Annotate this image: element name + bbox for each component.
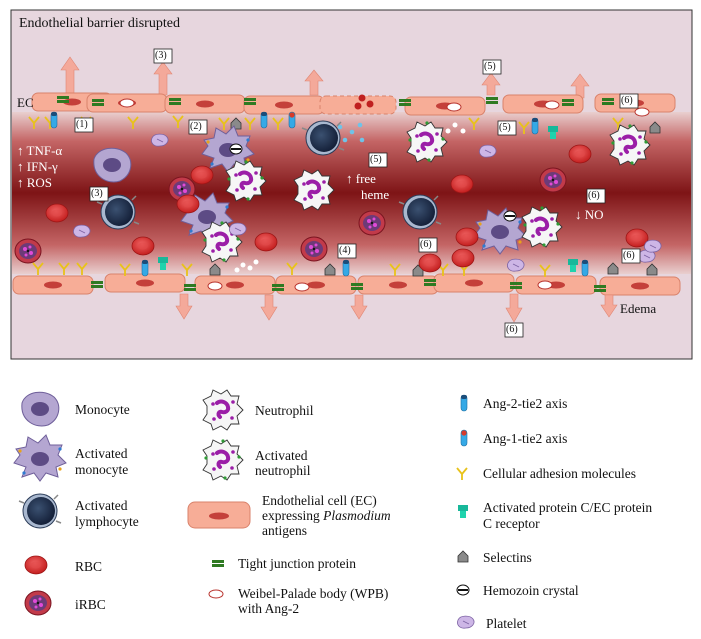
tag-6-top: (6) — [621, 95, 633, 106]
tag-6-right: (6) — [623, 250, 635, 261]
legend-cam: Cellular adhesion molecules — [483, 466, 636, 481]
ec-label: EC — [17, 95, 34, 110]
legend-icons — [13, 388, 475, 629]
legend-selectins: Selectins — [483, 550, 532, 565]
legend-wpb-line1: Weibel-Palade body (WPB) — [238, 586, 389, 601]
ifn-label: ↑ IFN-γ — [17, 159, 58, 174]
legend-monocyte: Monocyte — [75, 402, 130, 417]
legend-ang1: Ang-1-tie2 axis — [483, 431, 568, 446]
legend-ec-line2: expressing Plasmodium — [262, 508, 391, 523]
legend-wpb-line2: with Ang-2 — [238, 601, 300, 616]
legend-ec-plasmodium: Plasmodium — [323, 508, 391, 523]
tag-1: (1) — [76, 119, 88, 130]
tag-5-heme: (5) — [370, 154, 382, 165]
legend-rbc: RBC — [75, 559, 103, 574]
legend-ec-expressing: expressing — [262, 508, 320, 523]
tag-3-top: (3) — [155, 50, 167, 61]
legend-activated-neutrophil-line2: neutrophil — [255, 463, 311, 478]
legend-activated-monocyte-line1: Activated — [75, 446, 128, 461]
tag-3-lumen: (3) — [91, 188, 103, 199]
legend-irbc: iRBC — [75, 597, 106, 612]
tag-4: (4) — [339, 245, 351, 256]
legend-activated-lymphocyte-line2: lymphocyte — [75, 514, 139, 529]
legend-activated-lymphocyte-line1: Activated — [75, 498, 128, 513]
tag-6-lumen: (6) — [420, 239, 432, 250]
legend-apc-line1: Activated protein C/EC protein — [483, 500, 653, 515]
legend-hemozoin: Hemozoin crystal — [483, 583, 579, 598]
tag-5-top: (5) — [484, 61, 496, 72]
tag-2: (2) — [190, 121, 202, 132]
bottom-endothelium — [12, 273, 681, 296]
upward-arrows — [60, 56, 590, 99]
diagram-title: Endothelial barrier disrupted — [19, 16, 180, 31]
heme-label: heme — [361, 187, 390, 202]
legend-neutrophil: Neutrophil — [255, 403, 314, 418]
legend-ang2: Ang-2-tie2 axis — [483, 396, 568, 411]
legend-tight-junction: Tight junction protein — [238, 556, 357, 571]
tag-6-no: (6) — [588, 190, 600, 201]
edema-label: Edema — [620, 301, 657, 316]
legend-activated-monocyte-line2: monocyte — [75, 462, 129, 477]
legend-ec-line1: Endothelial cell (EC) — [262, 493, 377, 508]
legend-apc-line2: C receptor — [483, 516, 540, 531]
legend-platelet: Platelet — [486, 616, 527, 631]
tnf-label: ↑ TNF-α — [17, 143, 63, 158]
top-endothelium — [31, 92, 676, 117]
legend-ec-line3: antigens — [262, 523, 307, 538]
ros-label: ↑ ROS — [17, 175, 53, 190]
downward-arrows — [175, 293, 618, 323]
legend-activated-neutrophil-line1: Activated — [255, 448, 308, 463]
tag-5-mid: (5) — [499, 122, 511, 133]
no-label: ↓ NO — [575, 207, 604, 222]
tag-6-bottom: (6) — [506, 324, 518, 335]
free-label: ↑ free — [346, 171, 376, 186]
